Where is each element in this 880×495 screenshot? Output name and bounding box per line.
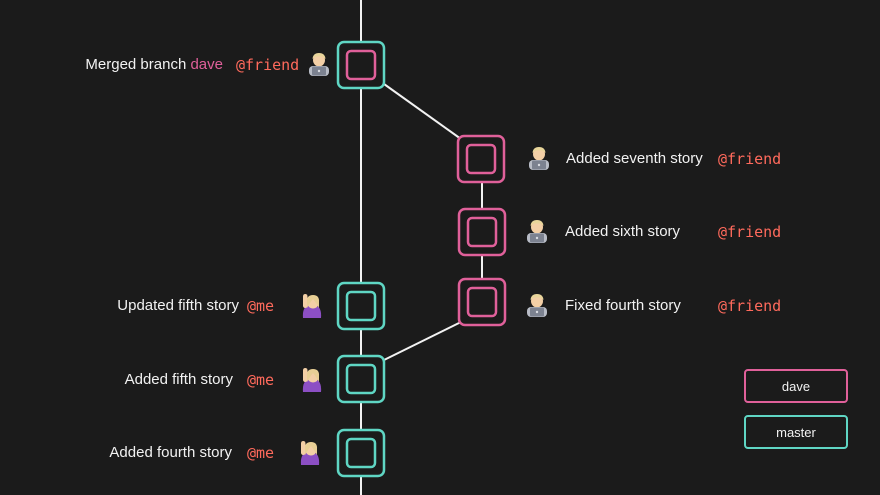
commit-node-sixth[interactable] xyxy=(457,207,507,257)
commit-author-sixth: @friend xyxy=(718,223,782,241)
commit-author-seventh: @friend xyxy=(718,150,782,168)
commit-node-added-fourth[interactable] xyxy=(336,428,386,478)
branch-off-connector-line xyxy=(383,321,462,361)
raising-hand-icon xyxy=(300,292,324,318)
commit-message-updated-fifth: Updated fifth story xyxy=(117,297,239,314)
branch-name-dave: dave xyxy=(190,56,223,73)
technologist-icon xyxy=(527,145,551,171)
merge-connector-line xyxy=(383,83,462,140)
commit-message-seventh: Added seventh story xyxy=(566,150,703,167)
commit-node-seventh[interactable] xyxy=(456,134,506,184)
commit-label-merged: Merged branch dave xyxy=(85,56,223,73)
commit-author-added-fifth: @me xyxy=(247,371,275,389)
commit-node-updated-fifth[interactable] xyxy=(336,281,386,331)
commit-message-merged: Merged branch xyxy=(85,56,191,73)
technologist-icon xyxy=(525,292,549,318)
technologist-icon xyxy=(307,51,331,77)
commit-author-updated-fifth: @me xyxy=(247,297,275,315)
raising-hand-icon xyxy=(300,366,324,392)
legend-master: master xyxy=(744,415,848,449)
commit-message-sixth: Added sixth story xyxy=(565,223,681,240)
commit-node-merged[interactable] xyxy=(336,40,386,90)
commit-node-added-fifth[interactable] xyxy=(336,354,386,404)
technologist-icon xyxy=(525,218,549,244)
commit-message-fixed-fourth: Fixed fourth story xyxy=(565,297,681,314)
commit-message-added-fifth: Added fifth story xyxy=(124,371,233,388)
commit-author-added-fourth: @me xyxy=(247,444,275,462)
commit-author-merged: @friend xyxy=(236,56,300,74)
commit-author-fixed-fourth: @friend xyxy=(718,297,782,315)
commit-node-fixed-fourth[interactable] xyxy=(457,277,507,327)
commit-message-added-fourth: Added fourth story xyxy=(109,444,232,461)
raising-hand-icon xyxy=(298,439,322,465)
legend-dave: dave xyxy=(744,369,848,403)
